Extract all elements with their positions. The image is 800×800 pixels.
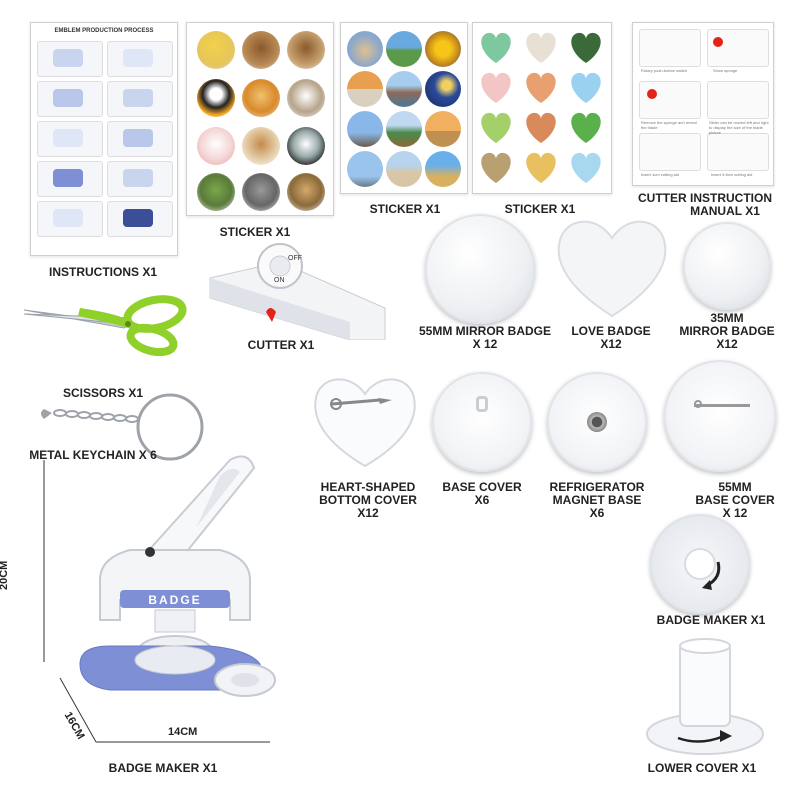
sticker-pyramids xyxy=(425,111,461,147)
dimension-lines xyxy=(43,460,270,743)
cutter-caption-6: Insert 5.5cm cutting aid xyxy=(711,172,753,177)
mirror35-label-line3: X12 xyxy=(716,337,738,351)
mirror35-label-line1: 35MM xyxy=(710,311,744,325)
cutter-dial-on: ON xyxy=(274,277,285,284)
sticker-husky xyxy=(287,127,325,165)
fridge-base-label: REFRIGERATOR MAGNET BASE X6 xyxy=(537,481,657,520)
base-cover-label-line1: BASE COVER xyxy=(442,480,522,494)
heart-bottom-cover xyxy=(314,378,416,468)
mirror55-label-line2: X 12 xyxy=(472,337,498,351)
love-label-line2: X12 xyxy=(600,337,622,351)
scissors xyxy=(23,295,187,357)
sticker-owl xyxy=(287,79,325,117)
instructions-title: EMBLEM PRODUCTION PROCESS xyxy=(54,28,154,34)
sticker-eiffel xyxy=(347,151,383,187)
sticker-label-1: STICKER X1 xyxy=(219,225,291,239)
rotate-arrow-icon xyxy=(702,561,721,590)
dim-height: 20CM xyxy=(0,560,10,590)
cutter-caption-5: Insert 4cm cutting aid xyxy=(641,172,680,177)
metal-keychain xyxy=(41,393,204,461)
fridge-base-label-line1: REFRIGERATOR xyxy=(549,480,645,494)
badge-maker-machine: BADGE xyxy=(79,455,276,697)
refrigerator-magnet-base xyxy=(547,372,647,472)
cutter-manual-sheet: Rotary push-button switch Show sponge Re… xyxy=(632,22,774,186)
sticker-sheet-animals xyxy=(186,22,334,216)
sticker-penguin xyxy=(197,79,235,117)
lower-cover xyxy=(646,638,764,755)
base55-label-line1: 55MM xyxy=(718,480,752,494)
sticker-label-2: STICKER X1 xyxy=(369,202,441,216)
machine-pivot-screw xyxy=(145,547,155,557)
fridge-base-label-line3: X6 xyxy=(589,506,605,520)
fridge-base-label-line2: MAGNET BASE xyxy=(552,493,642,507)
love-label-line1: LOVE BADGE xyxy=(571,324,651,338)
sticker-white-cat xyxy=(197,127,235,165)
badge-maker-part-label: BADGE MAKER X1 xyxy=(656,613,766,627)
cutter-tool: OFF ON xyxy=(209,243,386,340)
scissors-label: SCISSORS X1 xyxy=(62,386,144,400)
mirror35-label-line2: MIRROR BADGE xyxy=(679,324,775,338)
cutter-caption-3: Remove the sponge and reveal the blade xyxy=(641,120,697,130)
sticker-arch xyxy=(386,151,422,187)
sticker-mountain xyxy=(386,71,422,107)
sticker-turtle xyxy=(197,173,235,211)
love-badge xyxy=(557,220,667,318)
sticker-sheet-hearts xyxy=(472,22,612,194)
mirror55-label-line1: 55MM MIRROR BADGE xyxy=(418,324,551,338)
sticker-meerkat xyxy=(287,173,325,211)
sticker-heart-grid xyxy=(481,32,601,183)
base-cover xyxy=(432,372,532,472)
sticker-starry-night xyxy=(425,71,461,107)
cutter-manual-label: CUTTER INSTRUCTION MANUAL X1 xyxy=(630,192,780,218)
lower-cover-label: LOWER COVER X1 xyxy=(647,761,757,775)
heart-bottom-label-line1: HEART-SHAPED xyxy=(320,480,416,494)
sticker-landscape xyxy=(386,31,422,67)
sticker-sunflowers xyxy=(425,31,461,67)
dim-width: 14CM xyxy=(168,726,198,738)
cutter-red-button xyxy=(266,308,276,322)
sticker-monkey xyxy=(242,127,280,165)
heart-bottom-label-line2: BOTTOM COVER xyxy=(319,493,417,507)
sticker-cathedral xyxy=(347,31,383,67)
cutter-manual-label-line2: MANUAL X1 xyxy=(690,204,760,218)
sticker-lion xyxy=(242,79,280,117)
sticker-sheet-landmarks xyxy=(340,22,468,194)
badge-maker-ring xyxy=(650,514,750,614)
base55-label: 55MM BASE COVER X 12 xyxy=(680,481,790,520)
sticker-city xyxy=(386,111,422,147)
base55-label-line3: X 12 xyxy=(722,506,748,520)
cutter-dial-off: OFF xyxy=(288,255,302,262)
keychain-label: METAL KEYCHAIN X 6 xyxy=(29,448,157,462)
base-cover-label-line2: X6 xyxy=(474,493,490,507)
sticker-taj xyxy=(347,71,383,107)
mirror-badge-55mm xyxy=(425,214,535,324)
instructions-label: INSTRUCTIONS X1 xyxy=(48,265,157,279)
heart-bottom-label-line3: X12 xyxy=(357,506,379,520)
mirror-badge-35mm xyxy=(683,222,771,310)
machine-brand-text: BADGE xyxy=(148,593,201,607)
base55-label-line2: BASE COVER xyxy=(695,493,775,507)
cutter-label: CUTTER X1 xyxy=(247,338,315,352)
cutter-caption-1: Rotary push-button switch xyxy=(641,68,688,73)
mirror55-label: 55MM MIRROR BADGE X 12 xyxy=(415,325,555,351)
base-cover-label: BASE COVER X6 xyxy=(432,481,532,507)
cutter-caption-4: Slider can be moved left and right to di… xyxy=(709,120,769,135)
sticker-big-ben xyxy=(347,111,383,147)
sticker-bird xyxy=(197,31,235,69)
sticker-temple xyxy=(425,151,461,187)
heart-bottom-label: HEART-SHAPED BOTTOM COVER X12 xyxy=(303,481,433,520)
badge-maker-label: BADGE MAKER X1 xyxy=(108,761,218,775)
sticker-capybara xyxy=(242,31,280,69)
cutter-manual-label-line1: CUTTER INSTRUCTION xyxy=(638,191,772,205)
mirror35-label: 35MM MIRROR BADGE X12 xyxy=(672,312,782,351)
cutter-caption-2: Show sponge xyxy=(713,68,738,73)
base-cover-55mm xyxy=(664,360,776,472)
sticker-koala xyxy=(242,173,280,211)
instructions-sheet: EMBLEM PRODUCTION PROCESS xyxy=(30,22,178,256)
sticker-label-3: STICKER X1 xyxy=(504,202,576,216)
love-badge-label: LOVE BADGE X12 xyxy=(555,325,667,351)
sticker-hamster xyxy=(287,31,325,69)
